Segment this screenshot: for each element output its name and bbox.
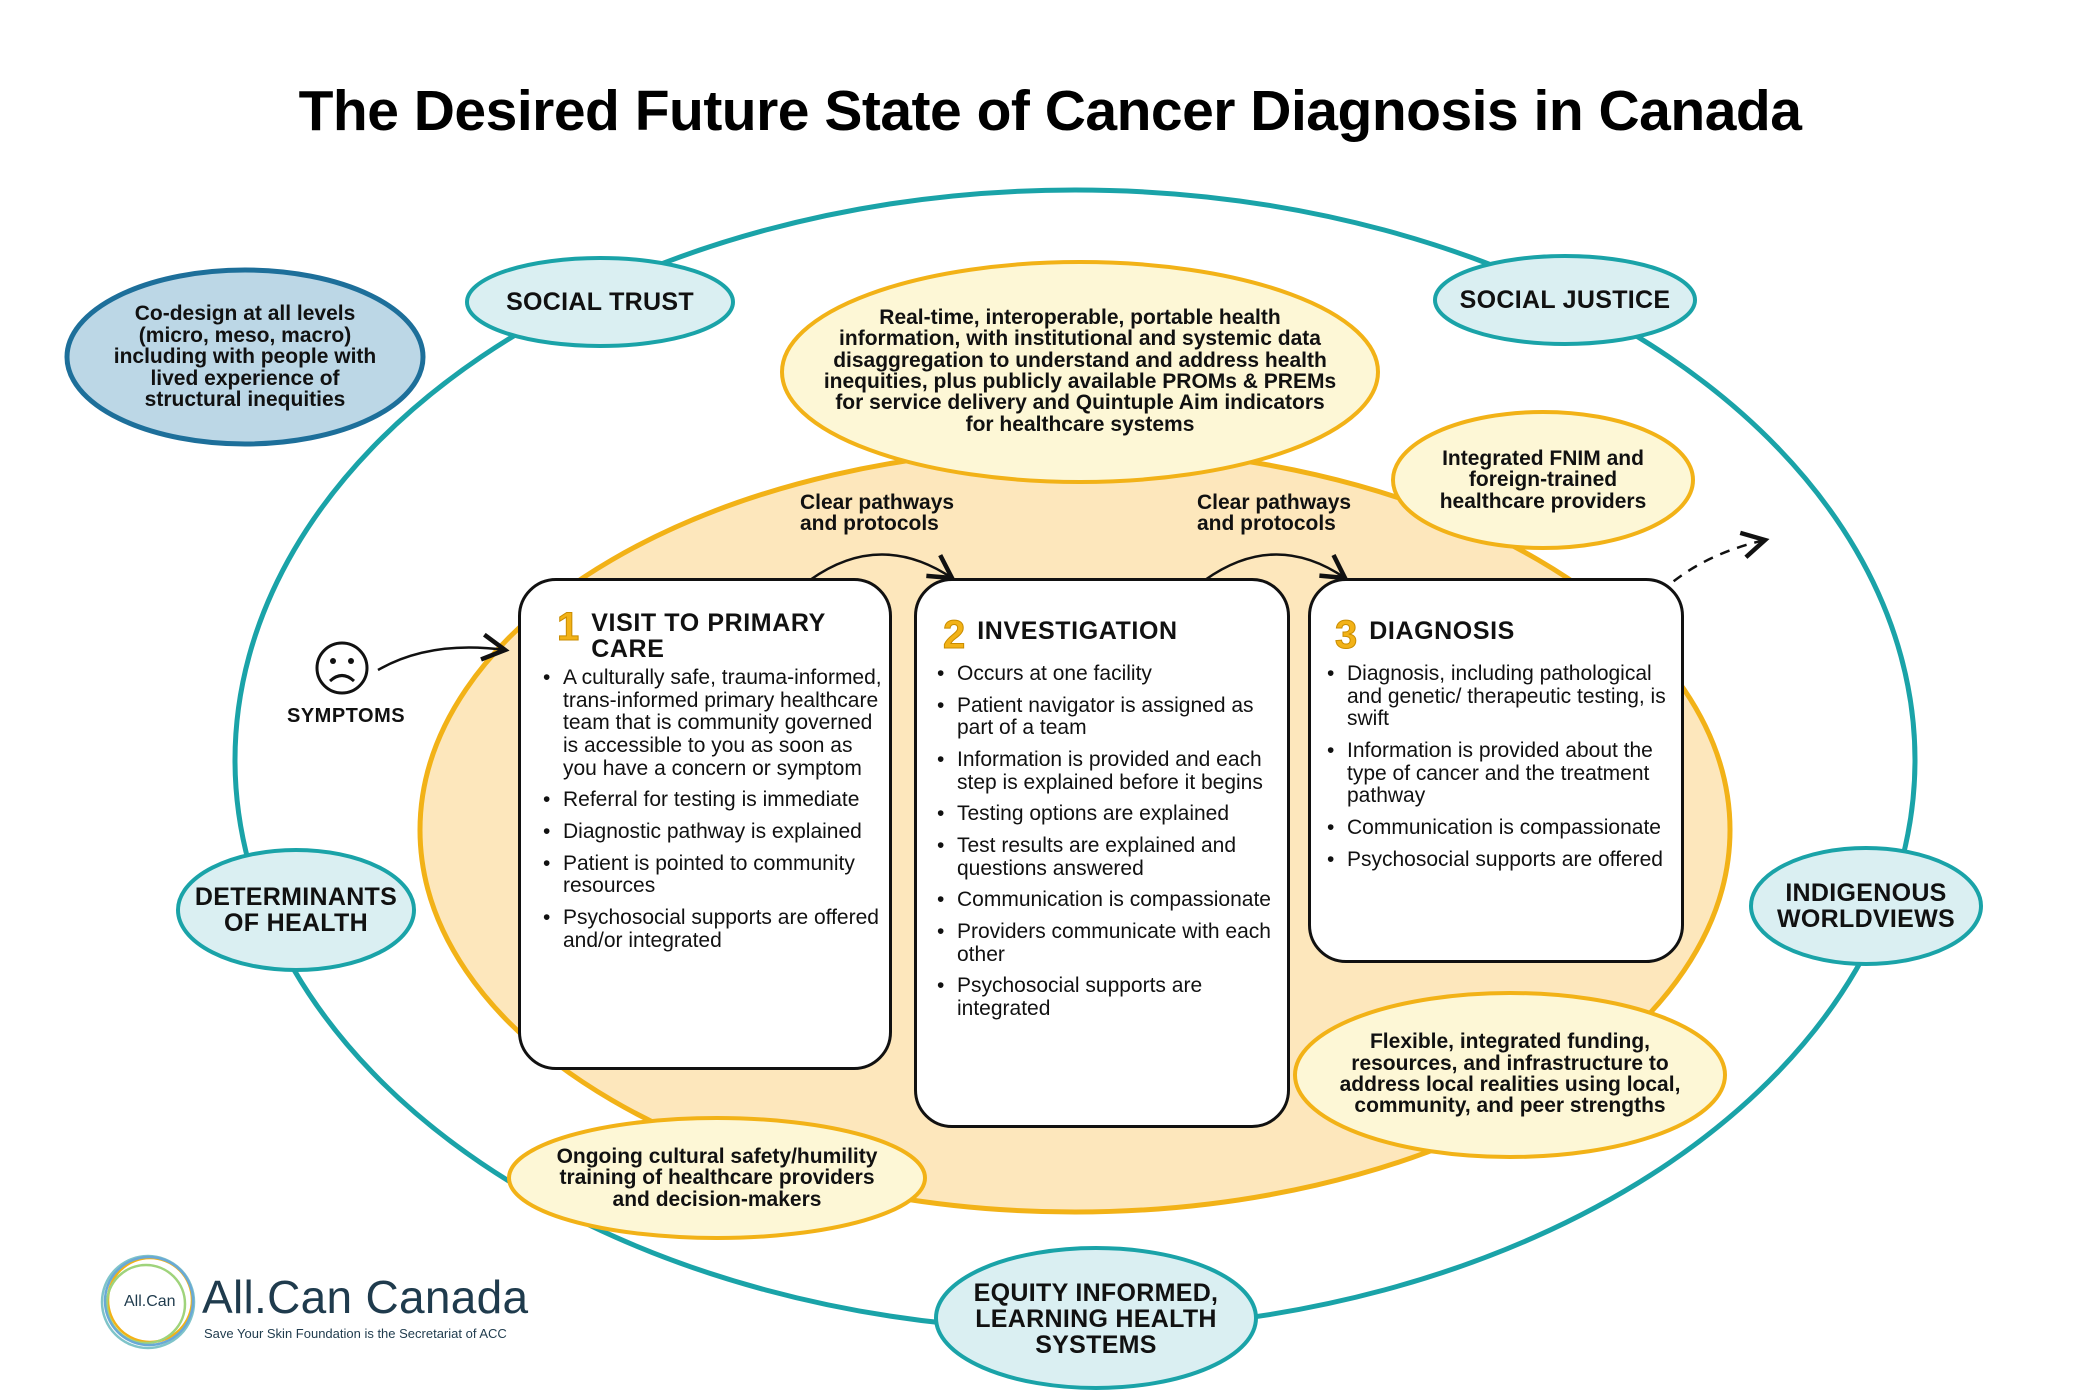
pathway-arrow-1-2 [809,553,956,582]
list-item: Occurs at one facility [937,662,1272,686]
step-1-title: VISIT TO PRIMARY CARE [591,609,826,663]
all-can-logo-ring [100,1254,196,1350]
list-item: Information is provided about the type o… [1327,739,1672,808]
step-1-box: 1 VISIT TO PRIMARY CARE A culturally saf… [518,578,892,1070]
step-2-title: INVESTIGATION [977,617,1178,645]
step-3-number: 3 [1334,613,1358,657]
equity-learning-oval [934,1246,1258,1390]
logo-subtitle: Save Your Skin Foundation is the Secreta… [204,1326,507,1341]
list-item: Providers communicate with each other [937,920,1272,966]
step-2-header: 2 INVESTIGATION [942,613,1203,657]
pathway-label-2: Clear pathways and protocols [1197,491,1352,536]
step-3-title: DIAGNOSIS [1369,617,1515,645]
health-information-oval [780,260,1380,484]
step-2-bullets: Occurs at one facility Patient navigator… [937,662,1272,1030]
pathway-label-1: Clear pathways and protocols [800,491,955,536]
list-item: Communication is compassionate [1327,816,1672,840]
list-item: Communication is compassionate [937,889,1272,912]
indigenous-oval [1749,846,1983,966]
training-oval [507,1116,927,1240]
indigenous-label: INDIGENOUS WORLDVIEWS [1777,878,1955,933]
page-title: The Desired Future State of Cancer Diagn… [298,79,1802,143]
logo-name: All.Can Canada [202,1271,529,1323]
list-item: Psychosocial supports are integrated [937,974,1272,1020]
step-3-bullets: Diagnosis, including pathological and ge… [1327,662,1672,880]
step-1-header: 1 VISIT TO PRIMARY CARE [556,605,877,663]
list-item: Diagnosis, including pathological and ge… [1327,662,1672,731]
sad-face-icon [315,641,369,695]
fnim-oval [1391,410,1695,550]
social-trust-label: SOCIAL TRUST [506,287,694,316]
list-item: Psychosocial supports are offered and/or… [543,906,883,952]
step-1-number: 1 [556,605,580,649]
symptoms-arrow [377,632,510,672]
health-information-text: Real-time, interoperable, portable healt… [823,305,1337,436]
funding-text: Flexible, integrated funding, resources,… [1339,1030,1681,1118]
symptoms-label: SYMPTOMS [287,705,406,727]
training-text: Ongoing cultural safety/humility trainin… [556,1144,878,1211]
step-3-box: 3 DIAGNOSIS Diagnosis, including patholo… [1308,578,1684,963]
outcome-dashed-arrow [1659,530,1770,594]
funding-oval [1293,991,1727,1159]
list-item: Patient navigator is assigned as part of… [937,694,1272,740]
step-2-box: 2 INVESTIGATION Occurs at one facility P… [914,578,1290,1128]
list-item: Referral for testing is immediate [543,789,883,812]
determinants-oval [176,848,416,972]
co-design-oval [64,267,426,447]
list-item: Diagnostic pathway is explained [543,820,883,844]
fnim-text: Integrated FNIM and foreign-trained heal… [1439,446,1647,513]
step-2-number: 2 [942,613,966,657]
co-design-text: Co-design at all levels (micro, meso, ma… [113,302,377,412]
list-item: Psychosocial supports are offered [1327,848,1672,872]
pathway-arrow-2-3 [1204,553,1349,582]
list-item: Patient is pointed to community resource… [543,852,883,898]
list-item: Testing options are explained [937,803,1272,826]
determinants-label: DETERMINANTS OF HEALTH [194,882,398,937]
social-trust-oval [465,256,735,348]
list-item: Information is provided and each step is… [937,748,1272,794]
list-item: A culturally safe, trauma-informed, tran… [543,666,883,780]
step-3-header: 3 DIAGNOSIS [1334,613,1575,657]
step-1-bullets: A culturally safe, trauma-informed, tran… [543,666,883,961]
logo-badge: All.Can [124,1293,176,1310]
social-justice-oval [1433,254,1697,346]
social-justice-label: SOCIAL JUSTICE [1459,285,1671,314]
equity-learning-label: EQUITY INFORMED, LEARNING HEALTH SYSTEMS [973,1278,1219,1360]
list-item: Test results are explained and questions… [937,834,1272,880]
